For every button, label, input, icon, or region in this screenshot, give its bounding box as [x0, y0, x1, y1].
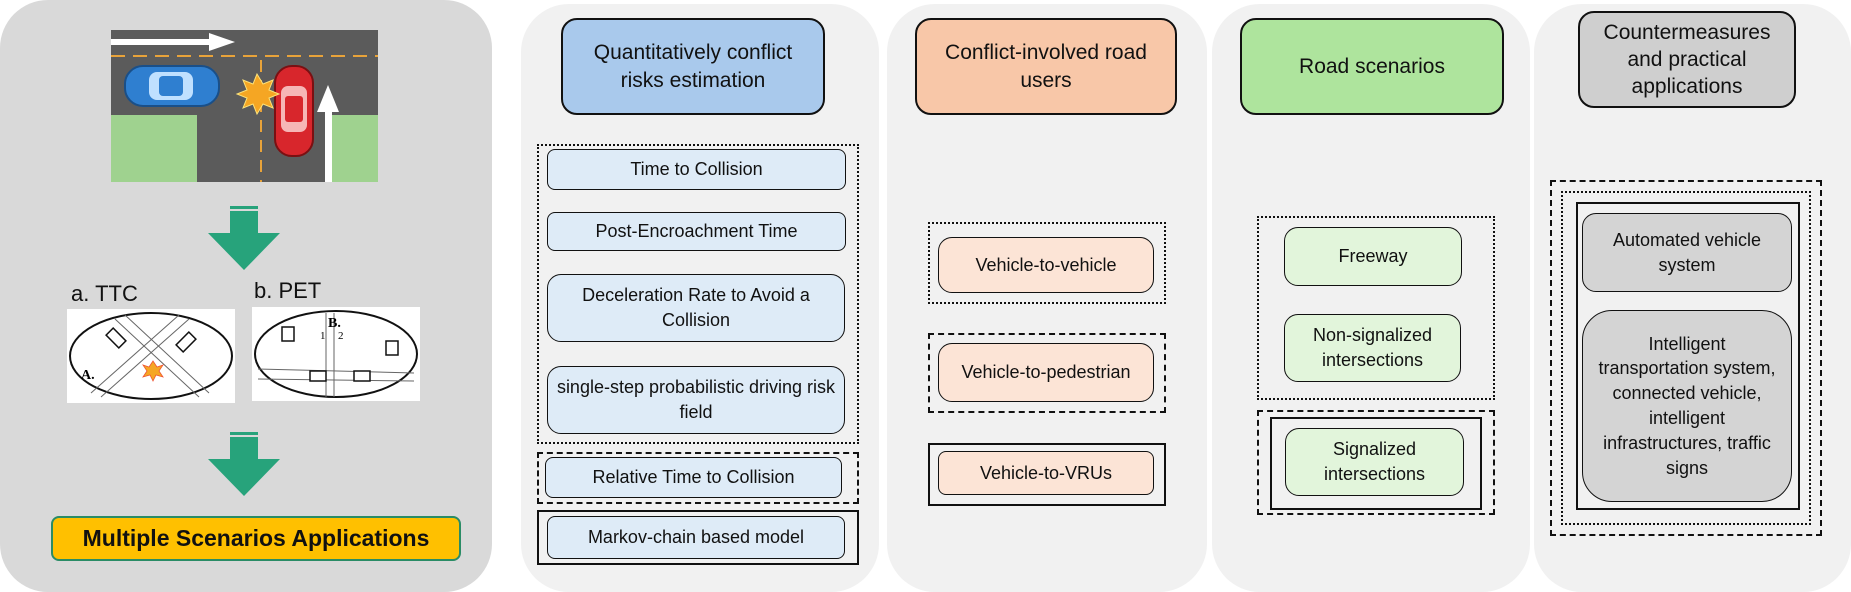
item-vehicle-to-pedestrian: Vehicle-to-pedestrian [938, 343, 1154, 402]
item-post-encroachment-time: Post-Encroachment Time [547, 212, 846, 251]
header-countermeasures: Countermeasures and practical applicatio… [1578, 11, 1796, 108]
group-frame-dash-dot [1257, 410, 1495, 515]
item-deceleration-rate: Deceleration Rate to Avoid a Collision [547, 274, 845, 342]
blue-car-icon [124, 65, 220, 107]
group-frame-solid [928, 443, 1166, 506]
group-frame-dotted [537, 144, 859, 444]
item-intelligent-transportation-system: Intelligent transportation system, conne… [1582, 310, 1792, 502]
arrow-up-icon [317, 85, 339, 182]
group-frame-solid [1576, 202, 1800, 510]
header-conflict-road-users: Conflict-involved road users [915, 18, 1177, 115]
header-road-scenarios: Road scenarios [1240, 18, 1504, 115]
diagram-b-letter: B. [328, 316, 341, 331]
pet-conflict-diagram: B. 1 2 [252, 307, 420, 401]
label-ttc: a. TTC [71, 281, 138, 306]
item-time-to-collision: Time to Collision [547, 149, 846, 190]
item-vehicle-to-vehicle: Vehicle-to-vehicle [938, 237, 1154, 293]
item-automated-vehicle-system: Automated vehicle system [1582, 213, 1792, 292]
item-freeway: Freeway [1284, 227, 1462, 286]
diagram-b-lane-1: 1 [320, 330, 326, 342]
grass-area-right [331, 115, 378, 182]
header-quantitative-risk-estimation: Quantitatively conflict risks estimation [561, 18, 825, 115]
group-frame-dotted [1561, 191, 1811, 525]
red-car-icon [274, 65, 314, 157]
group-frame-dash-dot [1550, 180, 1822, 536]
label-pet: b. PET [254, 278, 322, 303]
group-frame-solid [1270, 417, 1482, 510]
collision-burst-icon [235, 72, 281, 116]
intersection-conflict-illustration [111, 30, 378, 182]
group-frame-dotted [1257, 216, 1495, 400]
arrow-down-icon [208, 206, 280, 270]
arrow-down-icon [208, 432, 280, 496]
grass-area-left [111, 115, 197, 182]
group-frame-solid [537, 510, 859, 565]
item-signalized-intersections: Signalized intersections [1285, 428, 1464, 496]
group-frame-dash-dot [928, 333, 1166, 413]
item-probabilistic-risk-field: single-step probabilistic driving risk f… [547, 366, 845, 434]
ttc-conflict-diagram: A. [67, 309, 235, 403]
arrow-right-icon [111, 33, 235, 51]
group-frame-dotted [928, 222, 1166, 304]
multiple-scenarios-applications-box: Multiple Scenarios Applications [51, 516, 461, 561]
item-vehicle-to-vrus: Vehicle-to-VRUs [938, 451, 1154, 495]
item-relative-time-to-collision: Relative Time to Collision [545, 457, 842, 498]
diagram-a-letter: A. [81, 368, 95, 383]
item-non-signalized-intersections: Non-signalized intersections [1284, 314, 1461, 382]
group-frame-dash-dot [537, 452, 859, 504]
item-markov-chain-model: Markov-chain based model [547, 516, 845, 559]
diagram-b-lane-2: 2 [338, 330, 344, 342]
